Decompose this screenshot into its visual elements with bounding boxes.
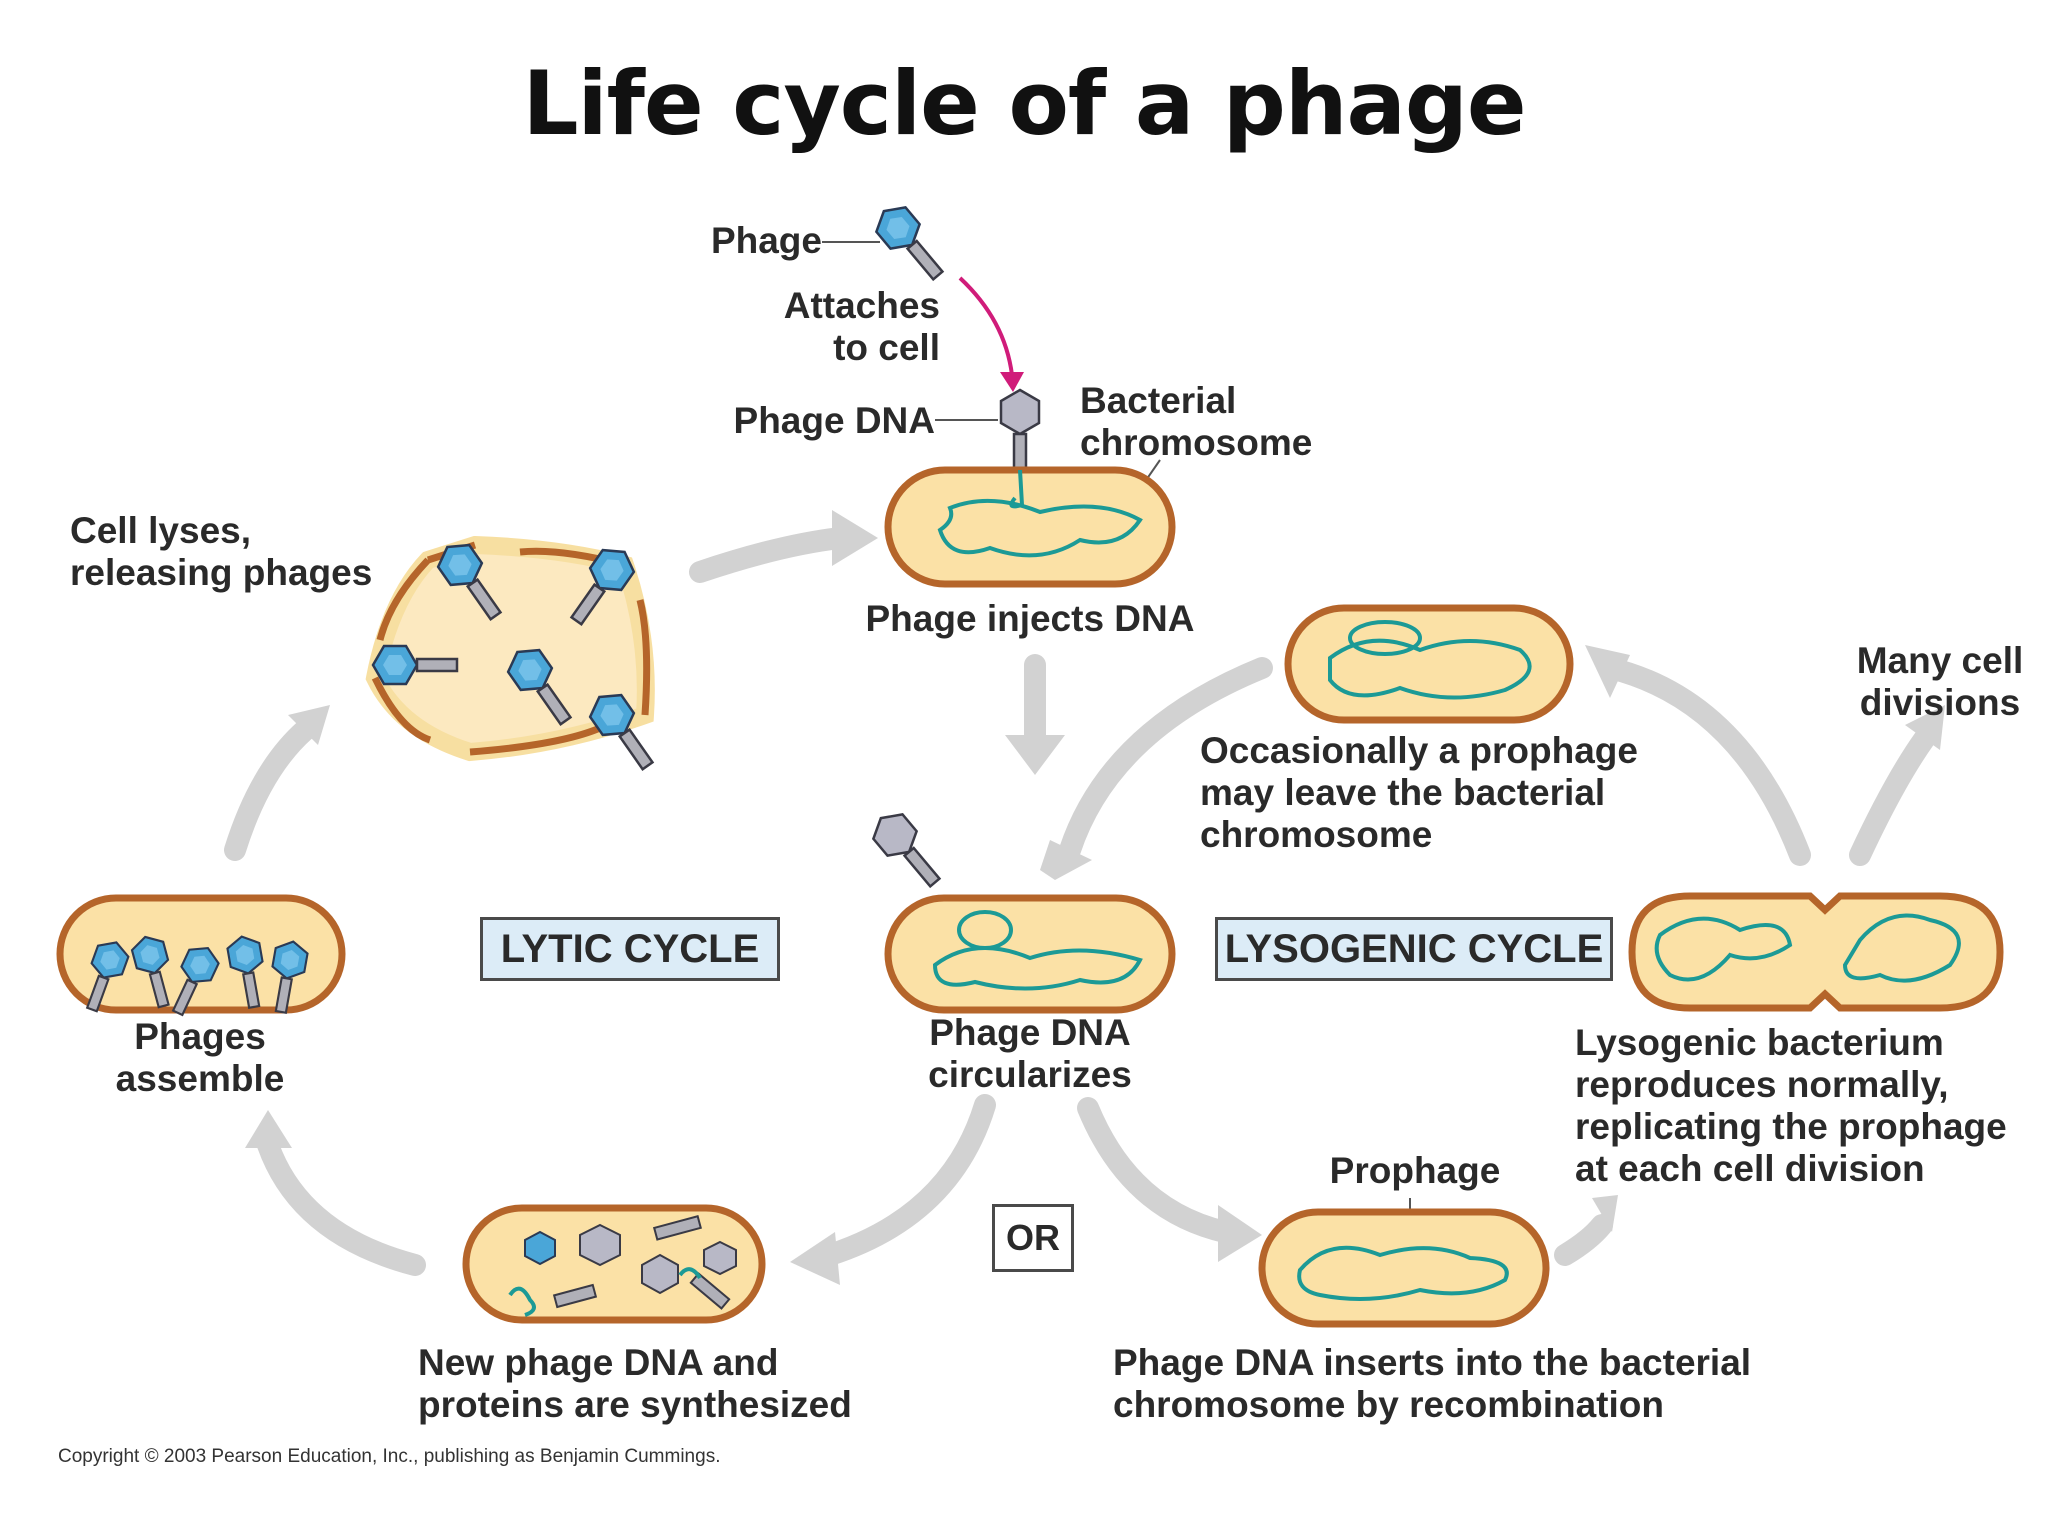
label-lysogenic-bacterium: Lysogenic bacterium reproduces normally,… [1575,1022,2007,1189]
label-phage: Phage [710,220,822,261]
cell-lysing [365,534,665,778]
or-box: OR [992,1204,1074,1272]
label-phage-dna: Phage DNA [733,400,935,441]
label-attaches-to-cell: Attaches to cell [783,285,940,368]
label-prophage-may-leave: Occasionally a prophage may leave the ba… [1200,730,1638,855]
free-phage [868,197,954,289]
cell-prophage-inserted [1258,1208,1550,1328]
cycle-arrowheads [245,510,1945,1285]
label-phages-assemble: Phages assemble [115,1016,285,1099]
cell-injecting [884,466,1176,588]
copyright-notice: Copyright © 2003 Pearson Education, Inc.… [58,1446,721,1467]
label-bacterial-chromosome: Bacterial chromosome [1080,380,1313,463]
label-phage-dna-circularizes: Phage DNA circularizes [928,1012,1132,1095]
attach-arrow [958,276,1014,376]
cell-dividing [1628,892,2004,1012]
cell-prophage-leaving [1284,604,1574,724]
diagram-title: Life cycle of a phage [522,52,1526,155]
lysogenic-cycle-box: LYSOGENIC CYCLE [1215,917,1613,981]
label-prophage: Prophage [1329,1150,1501,1191]
label-phage-injects-dna: Phage injects DNA [865,598,1195,639]
label-new-phage-synthesized: New phage DNA and proteins are synthesiz… [418,1342,852,1425]
cell-synthesizing [462,1204,766,1324]
label-cell-lyses: Cell lyses, releasing phages [70,510,373,593]
label-phage-dna-inserts: Phage DNA inserts into the bacterial chr… [1113,1342,1752,1425]
lytic-cycle-box: LYTIC CYCLE [480,917,780,981]
cycle-arrows [224,527,1936,1276]
cell-assembling [56,894,346,1021]
injecting-phage [999,388,1041,476]
label-many-cell-divisions: Many cell divisions [1856,640,2024,723]
cell-circularizing [865,804,1176,1014]
